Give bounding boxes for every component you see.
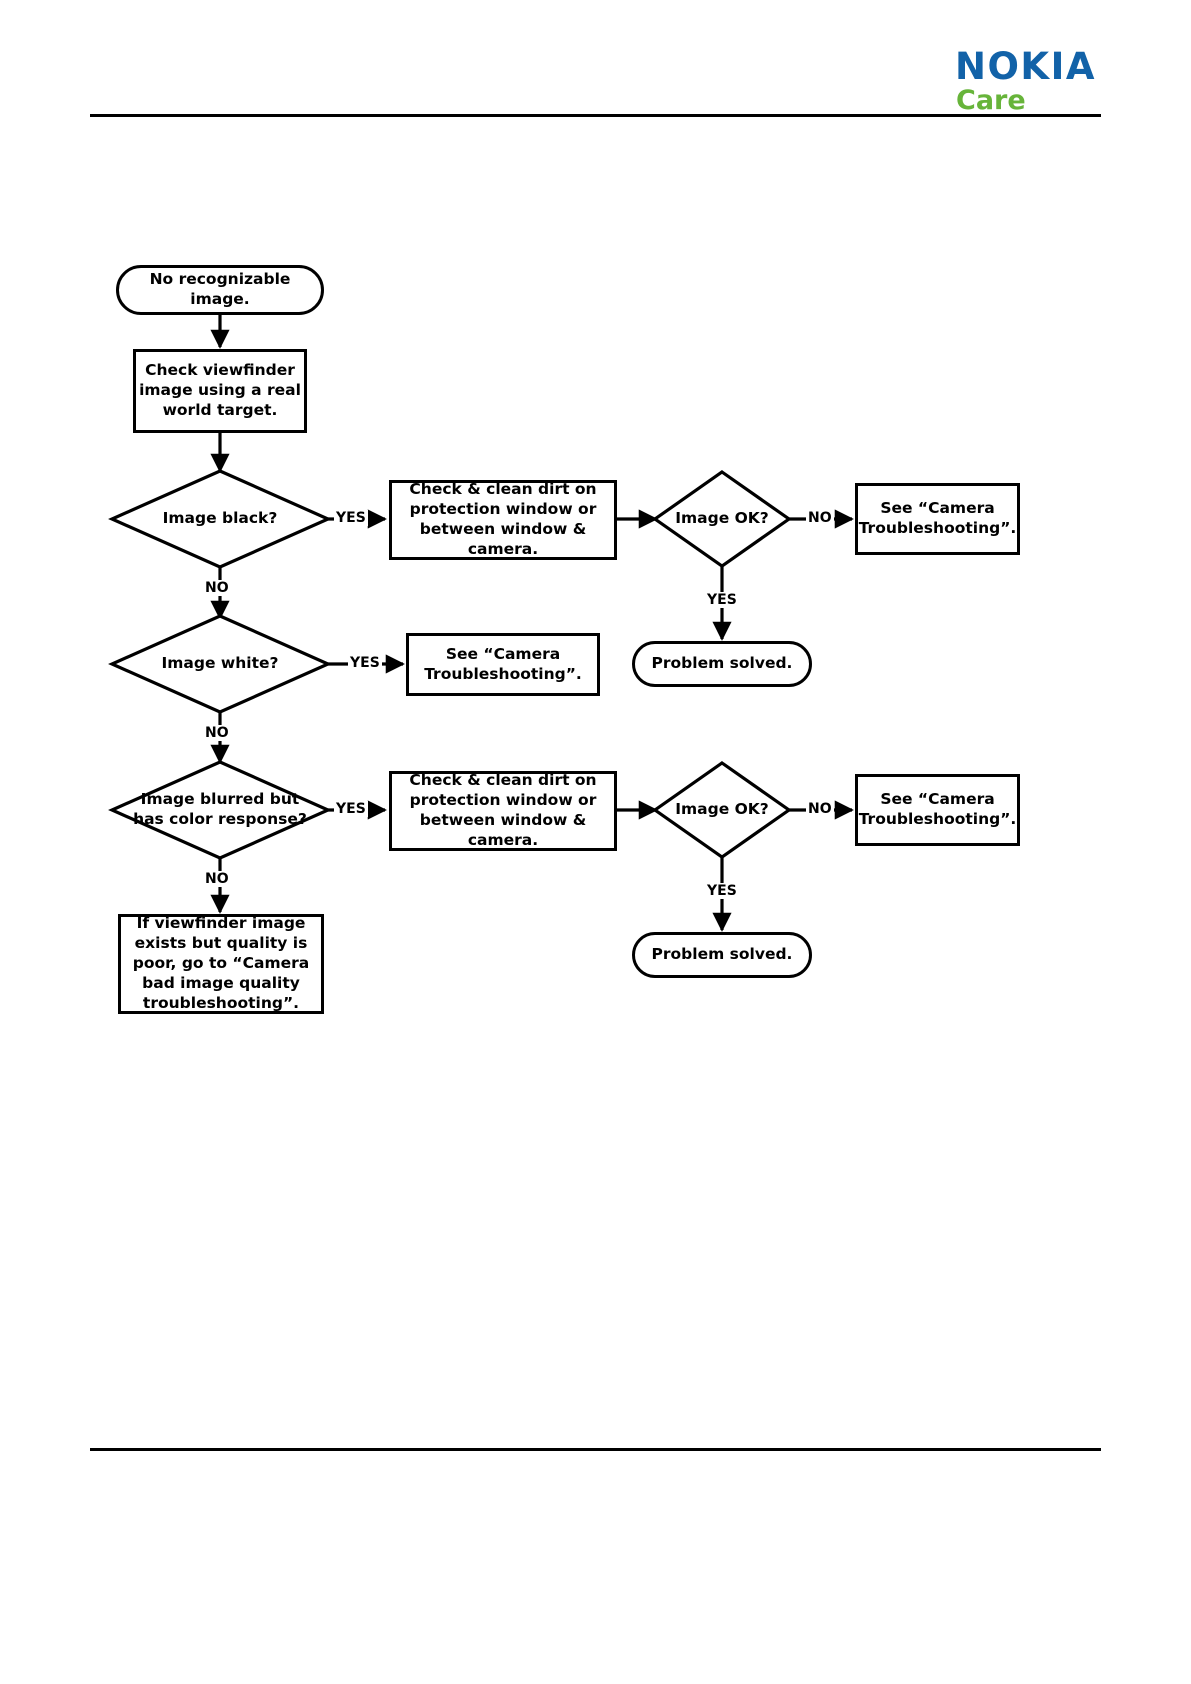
flow-node-see-camera-troubleshooting-3-label: See “Camera Troubleshooting”.: [858, 790, 1017, 828]
flow-node-start: No recognizable image.: [116, 265, 324, 315]
flow-node-image-ok-2-label: Image OK?: [675, 800, 769, 819]
flow-node-image-blurred: Image blurred but has color response?: [124, 778, 316, 842]
edge-label-image-ok-1-yes: YES: [705, 592, 739, 608]
edge-label-image-blurred-yes: YES: [334, 801, 368, 817]
edge-label-image-ok-2-yes: YES: [705, 883, 739, 899]
page-header: NOKIA Care: [0, 0, 1191, 130]
flow-node-image-blurred-label: Image blurred but has color response?: [133, 790, 307, 828]
flow-node-start-label: No recognizable image.: [149, 270, 291, 308]
brand-name-nokia: NOKIA: [955, 45, 1096, 88]
edge-label-image-ok-2-no: NO: [806, 801, 834, 817]
edge-label-image-ok-1-no: NO: [806, 510, 834, 526]
flow-node-see-camera-troubleshooting-1-label: See “Camera Troubleshooting”.: [858, 499, 1017, 537]
flow-node-clean-dirt-2: Check & clean dirt on protection window …: [389, 771, 617, 851]
flow-node-see-camera-troubleshooting-3: See “Camera Troubleshooting”.: [855, 774, 1020, 846]
edge-label-image-white-yes: YES: [348, 655, 382, 671]
flow-node-image-black: Image black?: [130, 498, 310, 540]
flow-node-problem-solved-1-label: Problem solved.: [651, 654, 793, 673]
decision-shape-image-ok-2: [652, 761, 792, 859]
nokia-care-logo: NOKIA Care: [955, 48, 1096, 114]
edge-label-image-black-yes: YES: [334, 510, 368, 526]
flow-node-bad-image-quality: If viewfinder image exists but quality i…: [118, 914, 324, 1014]
flow-node-clean-dirt-2-label: Check & clean dirt on protection window …: [409, 771, 597, 849]
flow-node-clean-dirt-1-label: Check & clean dirt on protection window …: [409, 480, 597, 558]
brand-name-care: Care: [956, 85, 1026, 116]
decision-shape-image-white: [108, 614, 332, 714]
flow-node-image-black-label: Image black?: [162, 509, 278, 528]
edge-label-image-black-no: NO: [203, 580, 231, 596]
edge-label-image-white-no: NO: [203, 725, 231, 741]
flow-node-see-camera-troubleshooting-1: See “Camera Troubleshooting”.: [855, 483, 1020, 555]
flow-node-problem-solved-2-label: Problem solved.: [651, 945, 793, 964]
flow-node-image-ok-1: Image OK?: [660, 500, 784, 538]
flow-node-see-camera-troubleshooting-2-label: See “Camera Troubleshooting”.: [424, 644, 582, 683]
footer-divider-rule: [90, 1448, 1101, 1451]
flow-node-bad-image-quality-label: If viewfinder image exists but quality i…: [132, 914, 310, 1012]
decision-shape-image-blurred: [108, 760, 332, 860]
decision-shape-image-black: [108, 469, 332, 569]
flow-node-image-white: Image white?: [130, 645, 310, 683]
header-divider-rule: [90, 114, 1101, 117]
flow-node-see-camera-troubleshooting-2: See “Camera Troubleshooting”.: [406, 633, 600, 696]
flow-node-image-white-label: Image white?: [161, 654, 279, 673]
flow-node-image-ok-2: Image OK?: [660, 791, 784, 829]
edge-label-image-blurred-no: NO: [203, 871, 231, 887]
flow-node-problem-solved-1: Problem solved.: [632, 641, 812, 687]
decision-shape-image-ok-1: [652, 470, 792, 568]
flow-node-image-ok-1-label: Image OK?: [675, 509, 769, 528]
flow-node-check-viewfinder-label: Check viewfinder image using a real worl…: [139, 361, 301, 419]
flow-node-clean-dirt-1: Check & clean dirt on protection window …: [389, 480, 617, 560]
flow-node-problem-solved-2: Problem solved.: [632, 932, 812, 978]
flow-node-check-viewfinder: Check viewfinder image using a real worl…: [133, 349, 307, 433]
